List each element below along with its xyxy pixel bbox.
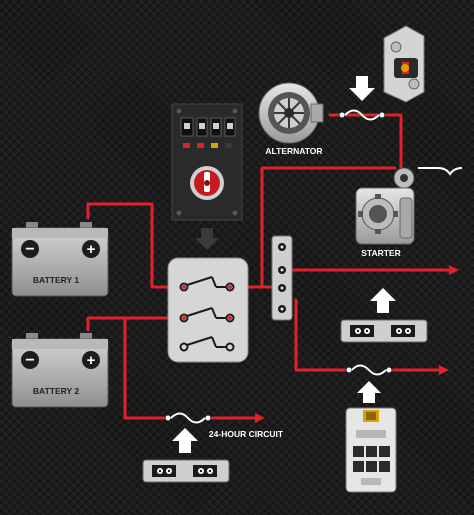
starter-label: STARTER [361, 248, 401, 258]
battery-2-post-pos [80, 333, 92, 341]
battery-2: − + BATTERY 2 [11, 333, 109, 408]
red-wires [86, 113, 452, 420]
starter-motor [355, 167, 415, 245]
alternator-fuse-down-arrow-icon [349, 76, 375, 101]
wire-busbar-fuse-block [294, 298, 348, 372]
battery-2-post-neg [26, 333, 38, 341]
terminal-strip-right-up-arrow-icon [370, 288, 396, 313]
battery-1-label: BATTERY 1 [33, 275, 79, 285]
battery-1-negative-terminal [21, 240, 39, 258]
battery-1-negative-sign: − [25, 241, 34, 258]
battery-2-positive-terminal [82, 351, 100, 369]
terminal-strip-bottom [142, 459, 230, 483]
wire-battery2-switch [86, 316, 172, 332]
alternator-label: ALTERNATOR [265, 146, 322, 156]
battery-1-positive-terminal [82, 240, 100, 258]
white-wire-starter [418, 167, 463, 176]
fuse-block-up-arrow-icon [357, 381, 381, 403]
starter-housing-side [399, 197, 413, 239]
alternator-terminal [310, 103, 324, 123]
battery-1-post-neg [26, 222, 38, 230]
terminal-strip-right [340, 319, 428, 343]
starter-gear-hub [369, 205, 387, 223]
circuit-24hour-label: 24-HOUR CIRCUIT [209, 429, 284, 439]
battery-2-positive-sign: + [87, 352, 96, 369]
panel-switch-indicators [184, 123, 233, 129]
battery-1-post-pos [80, 222, 92, 230]
panel-down-arrow-icon [195, 228, 219, 250]
panel-screws [176, 108, 238, 216]
bus-bar [271, 235, 293, 321]
battery-2-negative-terminal [21, 351, 39, 369]
battery-2-label: BATTERY 2 [33, 386, 79, 396]
bus-bar-body [271, 235, 293, 321]
selector-knob-center [204, 180, 210, 186]
wire-to-alternator-fuse [328, 113, 403, 170]
alternator [258, 82, 324, 144]
panel-leds [183, 143, 232, 148]
circuit-breaker [383, 25, 425, 103]
battery-1-lid [12, 228, 108, 238]
fuse-24hour [164, 412, 212, 424]
wire-24hour [123, 316, 172, 420]
bus-bar-stud-centers [280, 245, 284, 311]
starter-gear-teeth [358, 194, 398, 234]
battery-1-body [11, 227, 109, 297]
battery-switch-panel [171, 103, 243, 221]
wire-arrowheads [255, 265, 459, 423]
arrowhead-24hour [255, 413, 265, 423]
fuse-block [345, 407, 397, 493]
battery-2-lid [12, 339, 108, 349]
fuse-lower-right [345, 364, 393, 376]
breaker-indicator [401, 64, 409, 72]
switch-red-dots [182, 285, 232, 320]
alternator-hub [284, 108, 294, 118]
battery-1: − + BATTERY 1 [11, 222, 109, 297]
terminal-strip-bottom-up-arrow-icon [172, 428, 198, 453]
wire-battery1-switch [86, 202, 177, 289]
battery-2-negative-sign: − [25, 352, 34, 369]
battery-1-positive-sign: + [87, 241, 96, 258]
arrowhead-right-2 [439, 365, 449, 375]
arrowhead-right-1 [449, 265, 459, 275]
fuse-block-slots [353, 446, 390, 472]
battery-2-body [11, 338, 109, 408]
selector-switch-box [167, 257, 249, 363]
alternator-fuse [338, 109, 386, 121]
